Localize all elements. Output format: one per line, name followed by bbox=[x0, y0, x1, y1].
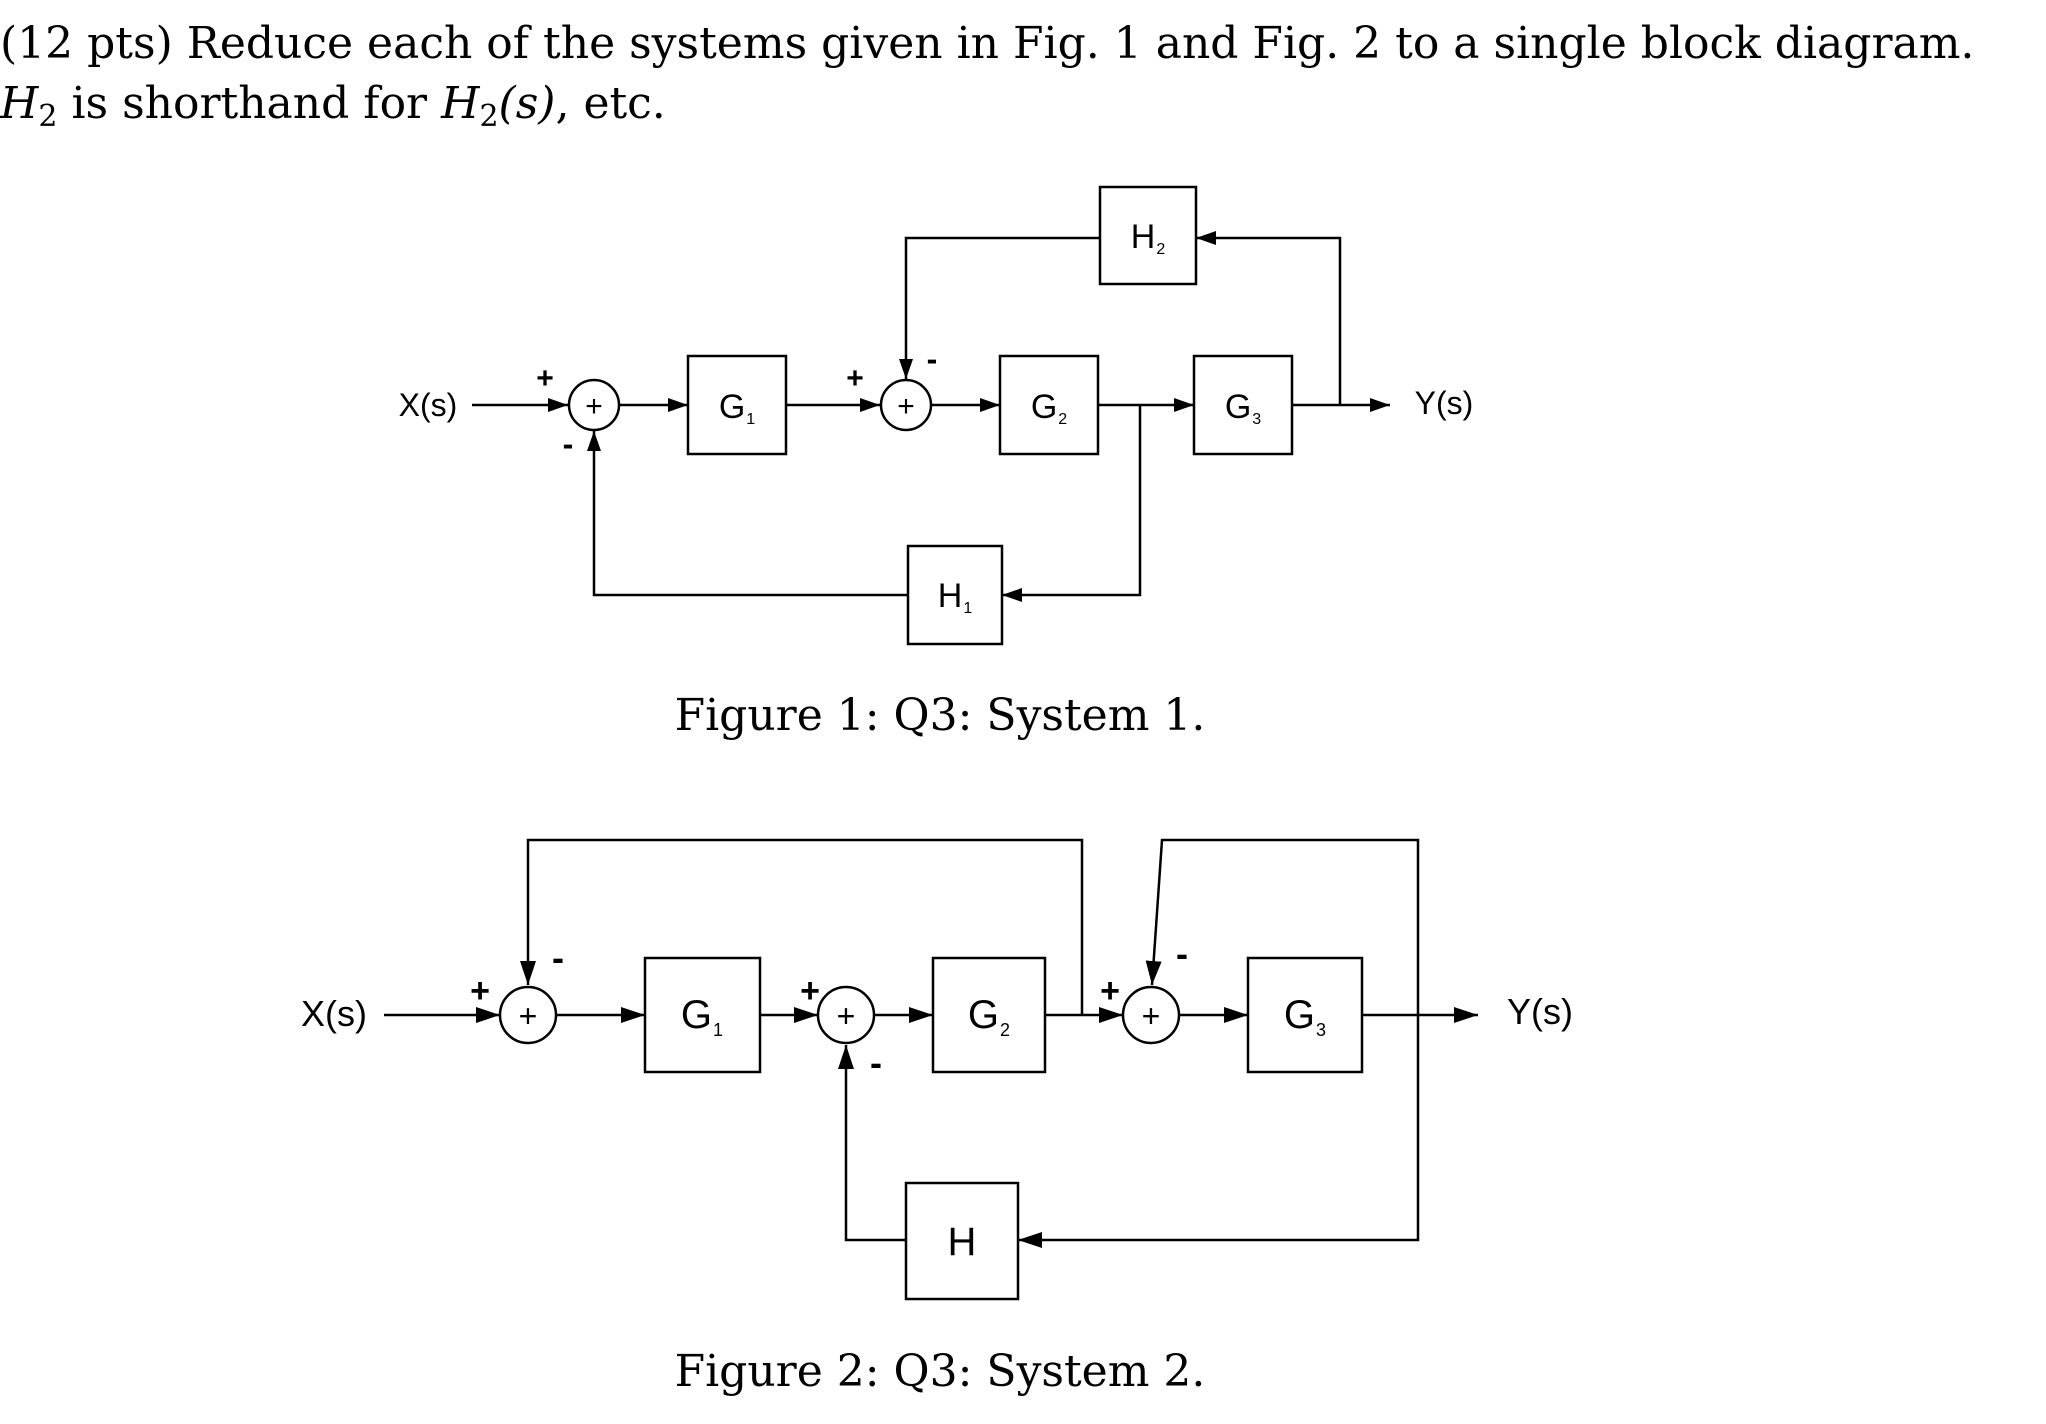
g3-base: G bbox=[1225, 388, 1251, 426]
wire-y-to-h2 bbox=[1196, 231, 1342, 405]
g1-base: G bbox=[719, 388, 745, 426]
fig2-sign-sum3-feedback: - bbox=[1176, 933, 1188, 974]
problem-text-middle: is shorthand for bbox=[57, 78, 442, 129]
problem-text-prefix: (12 pts) Reduce each of the systems give… bbox=[0, 18, 1975, 69]
math-subscript: 2 bbox=[38, 99, 58, 134]
h2-base: H bbox=[1131, 218, 1156, 256]
fig2-block-g1 bbox=[643, 956, 762, 1074]
sign-sum1-feedback: - bbox=[563, 426, 574, 462]
fig2-wire-y-to-h bbox=[1018, 1015, 1420, 1248]
fig1-input-label: X(s) bbox=[399, 387, 458, 423]
fig2-block-h bbox=[904, 1181, 1020, 1301]
figure-2-caption: Figure 2: Q3: System 2. bbox=[674, 1346, 1206, 1397]
block-g2 bbox=[998, 354, 1100, 456]
fig2-g3-sub: 3 bbox=[1316, 1020, 1326, 1040]
fig2-summing-junction-2 bbox=[816, 985, 876, 1045]
summing-junction-1 bbox=[567, 378, 621, 432]
fig2-input-label: X(s) bbox=[301, 993, 367, 1034]
block-g1-label: G1 bbox=[719, 388, 755, 428]
fig2-g3-base: G bbox=[1284, 993, 1315, 1037]
block-g1 bbox=[686, 354, 788, 456]
fig2-output-label: Y(s) bbox=[1507, 991, 1573, 1032]
summing-junction-2 bbox=[879, 378, 933, 432]
fig2-sum2-plus-symbol: + bbox=[837, 998, 856, 1034]
fig2-g2-sub: 2 bbox=[1000, 1020, 1010, 1040]
sum1-plus-symbol: + bbox=[585, 390, 603, 423]
g2-sub: 2 bbox=[1058, 411, 1067, 428]
math-symbol-h2: H bbox=[441, 78, 480, 129]
figure-2-diagram: + + + + - + - + - G1 G2 G3 H X(s) Y(s) bbox=[301, 838, 1573, 1301]
problem-text-suffix: , etc. bbox=[555, 78, 666, 129]
fig1-output-label: Y(s) bbox=[1415, 385, 1474, 421]
fig2-sign-sum2-feedback: - bbox=[870, 1042, 882, 1083]
fig2-g1-base: G bbox=[681, 993, 712, 1037]
fig2-g1-sub: 1 bbox=[713, 1020, 723, 1040]
math-argument: (s) bbox=[498, 78, 556, 129]
wire-g2out-to-h1 bbox=[1002, 405, 1142, 602]
block-h1 bbox=[906, 544, 1004, 646]
wire-h1-to-sum1 bbox=[587, 431, 908, 597]
fig2-block-h-label: H bbox=[948, 1220, 977, 1264]
fig2-sign-sum1-input: + bbox=[470, 972, 490, 1010]
fig2-block-g1-label: G1 bbox=[681, 993, 723, 1040]
wire-h2-to-sum2 bbox=[899, 236, 1100, 379]
sign-sum2-input: + bbox=[846, 362, 864, 395]
fig2-wire-h-to-sum2 bbox=[838, 1045, 906, 1242]
math-subscript-2: 2 bbox=[479, 99, 499, 134]
block-g2-label: G2 bbox=[1031, 388, 1067, 428]
fig2-wire-g2out-to-sum1 bbox=[520, 838, 1084, 1015]
fig2-sign-sum3-input: + bbox=[1100, 972, 1120, 1010]
fig2-sum1-plus-symbol: + bbox=[519, 998, 538, 1034]
figure-1-caption: Figure 1: Q3: System 1. bbox=[674, 690, 1206, 741]
h2-sub: 2 bbox=[1156, 241, 1165, 258]
fig2-sum3-plus-symbol: + bbox=[1142, 998, 1161, 1034]
block-h2-label: H2 bbox=[1131, 218, 1166, 258]
block-g3 bbox=[1192, 354, 1294, 456]
figure-1-diagram: + + + - + - G1 G2 G3 H2 H1 X(s) Y(s) bbox=[399, 185, 1474, 646]
block-g3-label: G3 bbox=[1225, 388, 1261, 428]
fig2-sign-sum2-input: + bbox=[800, 972, 820, 1010]
math-symbol-h: H bbox=[0, 78, 39, 129]
sign-sum2-feedback: - bbox=[927, 341, 938, 377]
fig2-sign-sum1-feedback: - bbox=[552, 937, 564, 978]
g1-sub: 1 bbox=[746, 411, 755, 428]
sign-sum1-input: + bbox=[536, 362, 554, 395]
sum2-plus-symbol: + bbox=[897, 390, 915, 423]
fig2-block-g3-label: G3 bbox=[1284, 993, 1326, 1040]
fig2-block-g3 bbox=[1246, 956, 1364, 1074]
fig2-block-g2 bbox=[931, 956, 1047, 1074]
problem-statement: (12 pts) Reduce each of the systems give… bbox=[0, 14, 2010, 134]
fig2-block-g2-label: G2 bbox=[968, 993, 1010, 1040]
h1-sub: 1 bbox=[963, 600, 972, 617]
h1-base: H bbox=[938, 577, 963, 615]
block-h1-label: H1 bbox=[938, 577, 973, 617]
g3-sub: 3 bbox=[1252, 411, 1261, 428]
fig2-summing-junction-1 bbox=[498, 985, 558, 1045]
fig2-g2-base: G bbox=[968, 993, 999, 1037]
g2-base: G bbox=[1031, 388, 1057, 426]
fig2-wire-y-to-sum3 bbox=[1145, 838, 1420, 1015]
fig2-summing-junction-3 bbox=[1121, 985, 1181, 1045]
block-h2 bbox=[1098, 185, 1198, 286]
